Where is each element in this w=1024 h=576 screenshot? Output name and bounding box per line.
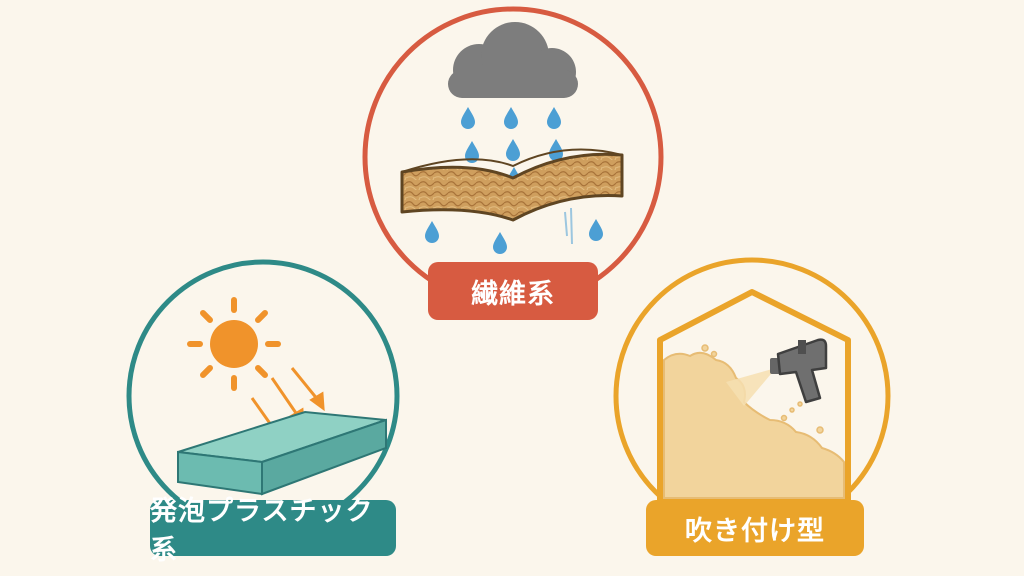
fiber-group [362,6,664,308]
spray-group [613,257,891,535]
spray-gun-icon [770,338,828,404]
fiber-label: 繊維系 [428,262,598,320]
spray-label: 吹き付け型 [646,500,864,556]
sun-icon [187,297,281,391]
cloud-icon [448,22,578,98]
fiber-insulation-mat [400,148,624,245]
foam-board [177,410,387,496]
spray-mist [726,368,776,406]
foam-group [126,259,400,533]
foam-label: 発泡プラスチック系 [150,496,396,566]
